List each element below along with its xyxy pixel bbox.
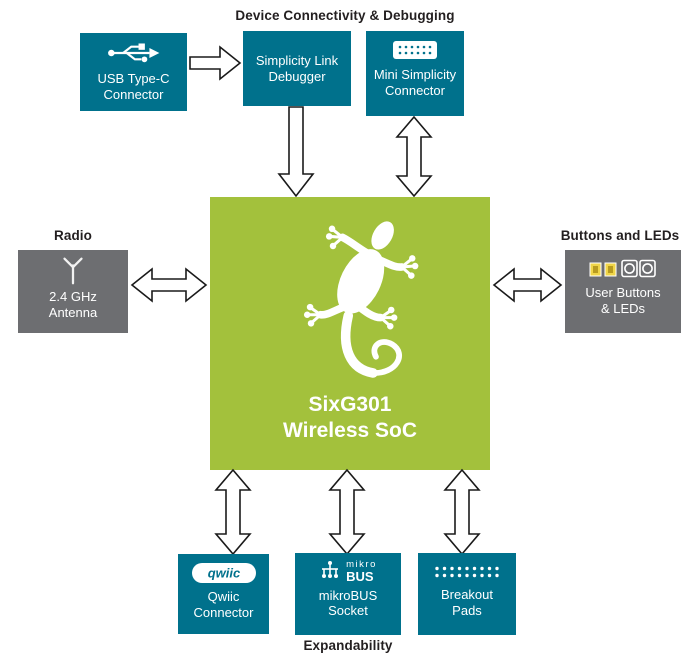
soc-label: SixG301 Wireless SoC: [210, 392, 490, 445]
section-label-connectivity: Device Connectivity & Debugging: [235, 8, 455, 23]
arrow-soc-to-mikrobus: [328, 468, 366, 556]
usb-label-line1: USB Type-C: [97, 71, 170, 86]
arrow-antenna-to-soc: [130, 267, 208, 303]
antenna-label-line2: Antenna: [48, 304, 98, 320]
arrow-debugger-to-soc: [277, 106, 315, 198]
breakout-label-line1: Breakout: [440, 587, 494, 602]
user-buttons-label: User Buttons & LEDs: [585, 285, 660, 317]
arrow-soc-to-breakout: [443, 468, 481, 556]
mini-simplicity-label: Mini Simplicity Connector: [374, 67, 456, 99]
usb-label-line2: Connector: [103, 86, 164, 102]
qwiic-connector-block: qwiic Qwiic Connector: [178, 554, 269, 634]
leds-and-buttons-icon: [589, 259, 656, 278]
section-label-expandability: Expandability: [303, 638, 393, 653]
breakout-label: Breakout Pads: [441, 587, 493, 619]
mikrobus-label: mikroBUS Socket: [319, 588, 378, 620]
mikrobus-label-line2: Socket: [328, 603, 368, 619]
antenna-label: 2.4 GHz Antenna: [49, 289, 97, 321]
usb-icon: [107, 43, 159, 63]
gecko-logo-icon: [303, 221, 419, 378]
breakout-label-line2: Pads: [452, 602, 482, 618]
usb-type-c-connector-block: USB Type-C Connector: [80, 33, 187, 111]
arrow-soc-to-qwiic: [214, 468, 252, 556]
qwiic-logo-text: qwiic: [207, 566, 240, 581]
qwiic-label-line1: Qwiic: [207, 589, 240, 604]
mikrobus-logo-bottom: BUS: [346, 568, 374, 584]
mikrobus-socket-block: mikro BUS mikroBUS Socket: [295, 553, 401, 635]
arrow-usb-to-debugger: [189, 45, 242, 81]
antenna-label-line1: 2.4 GHz: [49, 289, 97, 304]
dot-grid-icon: [435, 566, 499, 578]
antenna-icon: [63, 257, 83, 285]
mikrobus-logo: mikro BUS: [319, 560, 377, 583]
mikrobus-logo-text: mikro BUS: [346, 560, 377, 583]
mini-simplicity-label-line2: Connector: [385, 82, 445, 98]
debugger-label-line2: Debugger: [268, 68, 326, 84]
mini-simplicity-label-line1: Mini Simplicity: [373, 67, 457, 82]
user-buttons-leds-block: User Buttons & LEDs: [565, 250, 681, 333]
arrow-mini-simplicity-to-soc: [395, 115, 433, 198]
qwiic-logo-icon: qwiic: [191, 563, 256, 583]
section-label-buttons-leds: Buttons and LEDs: [560, 228, 680, 243]
pin-header-icon: [393, 41, 437, 59]
user-buttons-label-line1: User Buttons: [585, 285, 661, 300]
simplicity-link-debugger-block: Simplicity Link Debugger: [243, 31, 351, 106]
section-label-radio: Radio: [53, 228, 92, 243]
qwiic-label-line2: Connector: [193, 604, 254, 620]
breakout-pads-block: Breakout Pads: [418, 553, 516, 635]
arrow-soc-to-buttons: [492, 267, 563, 303]
mikrobus-label-line1: mikroBUS: [318, 587, 378, 603]
debugger-label: Simplicity Link Debugger: [256, 53, 338, 85]
mikrobus-logo-top: mikro: [346, 559, 377, 570]
usb-label: USB Type-C Connector: [97, 71, 169, 103]
user-buttons-label-line2: & LEDs: [600, 300, 646, 316]
soc-label-line2: Wireless SoC: [282, 418, 418, 442]
soc-block: SixG301 Wireless SoC: [210, 197, 490, 470]
mini-simplicity-connector-block: Mini Simplicity Connector: [366, 31, 464, 116]
bus-icon: [322, 561, 339, 579]
debugger-label-line1: Simplicity Link: [255, 52, 339, 68]
soc-label-line1: SixG301: [308, 392, 392, 416]
antenna-block: 2.4 GHz Antenna: [18, 250, 128, 333]
qwiic-label: Qwiic Connector: [194, 589, 254, 621]
